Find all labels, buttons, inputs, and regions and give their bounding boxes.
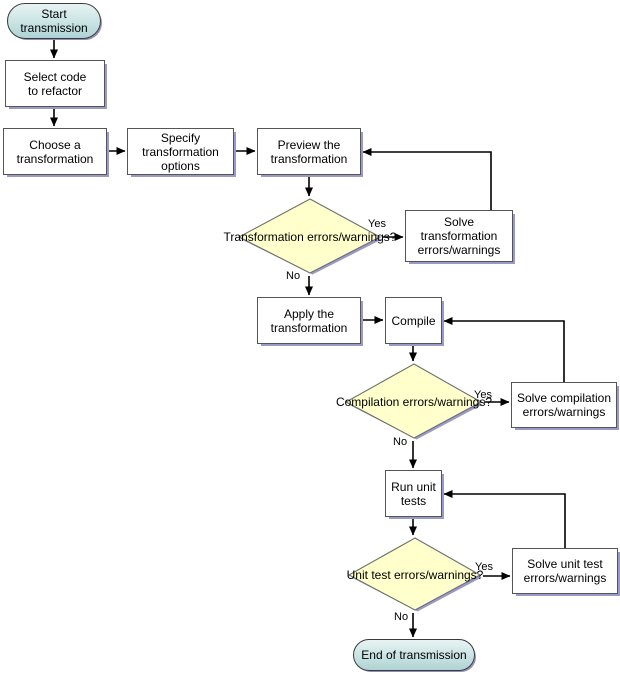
node-apply_transform[interactable]: Apply the transformation <box>257 297 361 344</box>
node-label-dec_tests: Unit test errors/warnings? <box>346 568 484 582</box>
node-label-solve_transform: Solve transformation errors/warnings <box>417 215 501 257</box>
node-solve_transform[interactable]: Solve transformation errors/warnings <box>405 210 513 262</box>
node-run_tests[interactable]: Run unit tests <box>385 470 442 517</box>
node-dec_tests[interactable]: Unit test errors/warnings? <box>347 537 483 613</box>
edge-label-tests_no: No <box>394 611 409 623</box>
node-solve_compile[interactable]: Solve compilation errors/warnings <box>511 382 617 428</box>
node-dec_transform[interactable]: Transformation errors/warnings? <box>224 198 396 276</box>
node-compile[interactable]: Compile <box>385 297 442 344</box>
edge-label-tests_yes: Yes <box>475 561 493 573</box>
edge-label-compile_no: No <box>393 436 408 448</box>
node-end[interactable]: End of transmission <box>353 639 475 671</box>
node-label-select_code: Select code to refactor <box>23 69 87 98</box>
node-label-choose_transform: Choose a transformation <box>16 137 94 166</box>
edge-label-transform_yes: Yes <box>368 218 386 230</box>
node-choose_transform[interactable]: Choose a transformation <box>3 128 107 175</box>
node-label-specify_options: Specify transformation options <box>142 130 219 173</box>
node-label-dec_transform: Transformation errors/warnings? <box>223 230 397 244</box>
edge-label-transform_no: No <box>286 270 301 282</box>
node-preview_transform[interactable]: Preview the transformation <box>257 128 361 175</box>
node-label-dec_compile: Compilation errors/warnings? <box>335 395 493 409</box>
node-select_code[interactable]: Select code to refactor <box>5 60 105 107</box>
diamond-body <box>347 537 482 611</box>
diamond-body <box>237 198 382 274</box>
node-label-apply_transform: Apply the transformation <box>270 306 348 335</box>
node-label-preview_transform: Preview the transformation <box>270 137 348 166</box>
edge-label-compile_yes: Yes <box>474 389 492 401</box>
node-label-solve_compile: Solve compilation errors/warnings <box>516 391 612 419</box>
diamond-shape-dec_tests <box>347 537 482 612</box>
node-label-solve_tests: Solve unit test errors/warnings <box>523 557 607 585</box>
node-dec_compile[interactable]: Compilation errors/warnings? <box>336 363 492 441</box>
node-label-end: End of transmission <box>361 648 467 662</box>
node-label-start: Start transmission <box>20 7 88 35</box>
diamond-shape-dec_transform <box>237 198 382 275</box>
node-specify_options[interactable]: Specify transformation options <box>127 128 234 175</box>
node-label-compile: Compile <box>391 313 436 328</box>
node-solve_tests[interactable]: Solve unit test errors/warnings <box>512 548 618 594</box>
diamond-shape-dec_compile <box>344 363 483 440</box>
node-start[interactable]: Start transmission <box>7 3 101 39</box>
diamond-body <box>344 363 483 439</box>
node-label-run_tests: Run unit tests <box>391 479 436 508</box>
